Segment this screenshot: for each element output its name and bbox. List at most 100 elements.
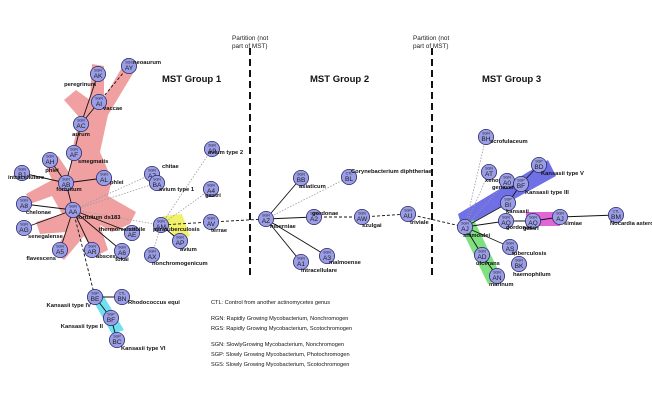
node-species: scrofulaceum	[490, 139, 528, 145]
node-species: senegalense	[28, 234, 64, 240]
node-circle	[456, 218, 473, 235]
node-circle	[13, 164, 30, 181]
legend-rgn: RGN: Rapidly Growing Mycobacterium, Nonc…	[211, 316, 348, 322]
node-circle	[510, 255, 527, 272]
node-species: thermoresistibile	[99, 227, 146, 233]
legend-sgs: SGS: Slowly Growing Mycobacterium, Scoto…	[211, 362, 349, 368]
node-code: A1	[297, 261, 305, 268]
node-species: gordonae	[506, 225, 533, 231]
node-circle	[531, 156, 548, 173]
node-code: BF	[107, 317, 115, 324]
node-circle	[497, 212, 514, 229]
node-species: phlei	[45, 168, 59, 174]
node-type: SGP	[517, 179, 525, 183]
mst-edge	[151, 224, 162, 256]
node-species: neoaurum	[133, 60, 161, 66]
node-code: A6	[118, 250, 126, 257]
node-code: AQ	[528, 220, 538, 227]
node-species: shimoidei	[463, 233, 490, 239]
node-species: tuberculosis	[512, 251, 546, 257]
node-code: BL	[345, 176, 353, 183]
node-code: AU	[403, 213, 412, 220]
node-species: Kansasii type VI	[121, 346, 166, 352]
node-circle	[121, 58, 138, 75]
node-circle	[58, 174, 75, 191]
node-circle	[399, 205, 416, 222]
node-type: SGN	[20, 223, 28, 227]
node-species: kansasii	[506, 209, 529, 215]
legend-ctl: CTL: Control from another actinomycetes …	[211, 300, 330, 306]
node-circle	[292, 253, 309, 270]
mst-edge	[23, 203, 74, 211]
blue-band	[458, 160, 556, 228]
node-type: SGN	[100, 173, 108, 177]
node-type: SGN	[478, 250, 486, 254]
node-code: AB	[62, 182, 71, 189]
node-species: ulcerans	[476, 261, 500, 267]
node-type: SGN	[18, 168, 26, 172]
node-species: Kansasii type III	[525, 190, 569, 196]
node-code: AZ	[262, 218, 270, 225]
node-code: A8	[20, 203, 28, 210]
node-type: SGN	[208, 144, 216, 148]
node-species: intracellulare	[301, 268, 338, 274]
node-species: gordonae	[312, 211, 339, 217]
node-code: AR	[87, 249, 96, 256]
node-species: phlei	[110, 180, 124, 186]
node-type: SGP	[504, 198, 512, 202]
node-type: CTL	[346, 172, 353, 176]
node-species: flavescens	[26, 256, 56, 262]
node-code: BI	[505, 202, 511, 209]
node-code: A2	[310, 216, 318, 223]
node-species: avium type 2	[208, 150, 243, 156]
node-type: SGN	[310, 212, 318, 216]
legend-rgs: RGS: Rapidly Growing Mycobacterium, Scot…	[211, 326, 352, 332]
node-type: SGN	[482, 132, 490, 136]
yellow-band	[162, 214, 190, 240]
node-type: SGN	[207, 217, 215, 221]
node-code: A0	[503, 180, 511, 187]
node-circle	[91, 94, 108, 111]
mst-nodes: SGSAYneoaurumSGNAKperegrinumSGNAIvaccaeS…	[8, 58, 652, 352]
node-circle	[292, 169, 309, 186]
node-type: SGN	[56, 245, 64, 249]
mst-edge	[464, 180, 508, 228]
node-type: SGN	[176, 236, 184, 240]
node-species: gastri	[205, 193, 221, 199]
red-band	[26, 64, 136, 260]
node-type: SGN	[503, 176, 511, 180]
node-species: Kansasii type II	[61, 324, 104, 330]
group-title-3: MST Group 3	[482, 74, 541, 85]
node-type: SGS	[125, 61, 133, 65]
mst-edge	[265, 176, 350, 220]
node-circle	[488, 267, 505, 284]
node-code: AN	[492, 275, 501, 282]
node-type: SGN	[20, 199, 28, 203]
node-circle	[103, 309, 120, 326]
node-type: SGN	[461, 222, 469, 226]
mst-edge	[464, 171, 490, 228]
node-circle	[477, 128, 494, 145]
node-circle	[96, 169, 113, 186]
